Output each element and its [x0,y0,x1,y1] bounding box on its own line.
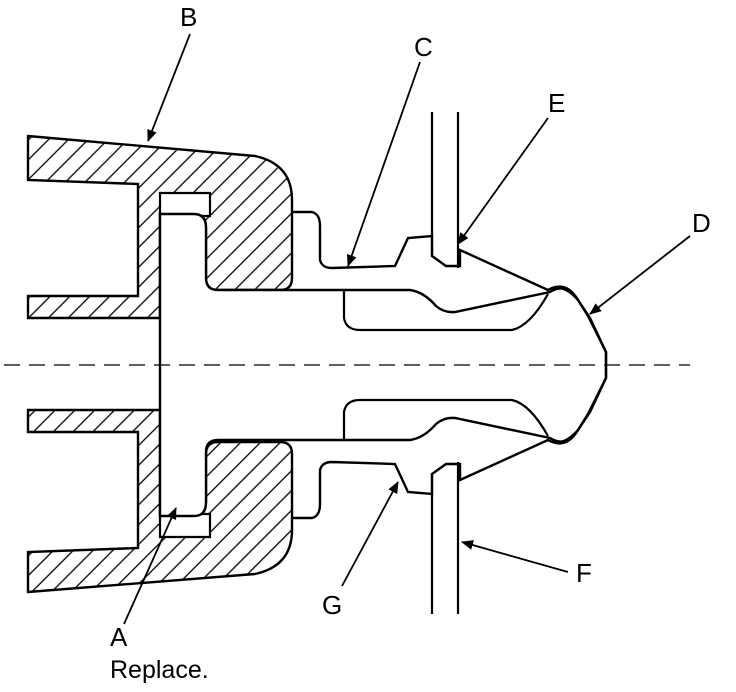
label-f: F [576,558,592,588]
leader-f [461,540,569,573]
label-a-note: Replace. [110,656,209,684]
label-e: E [548,88,565,118]
leader-b [147,33,191,142]
plug-shell-upper [292,210,580,301]
label-d: D [692,208,711,238]
label-c: C [414,32,433,62]
leader-a [123,507,177,625]
leader-g [341,481,399,587]
label-b: B [180,2,197,32]
inner-bore-upper [342,290,549,332]
seal-flange-upper [158,191,212,218]
label-g: G [322,590,342,620]
leader-e [457,117,549,245]
leader-c [346,61,421,267]
inner-bore-lower [342,398,549,440]
label-a: A [110,622,128,652]
plug-shell-lower [292,429,580,520]
leader-d [589,235,691,315]
